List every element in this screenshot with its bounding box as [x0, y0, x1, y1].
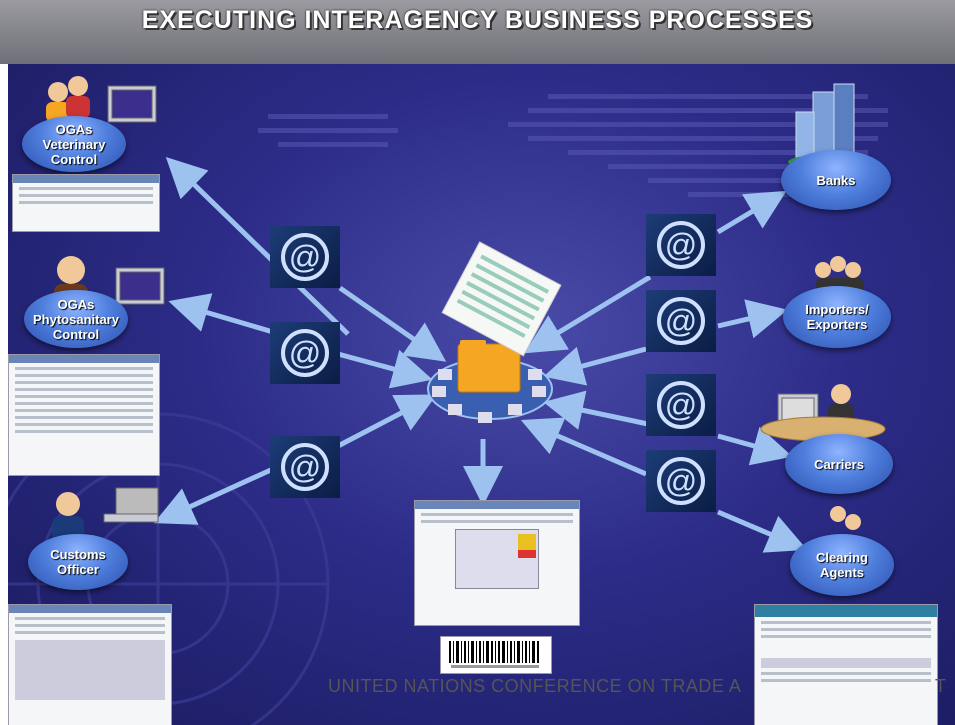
screen-thumbnail: [754, 604, 938, 725]
node-clearing-agents: Clearing Agents: [790, 534, 894, 596]
arrow-from-customs: [336, 394, 437, 449]
at-sign-icon: @: [646, 374, 716, 436]
at-sign-icon: @: [646, 450, 716, 512]
arrow-from-importers: [543, 346, 647, 386]
svg-text:@: @: [665, 303, 697, 339]
screen-thumbnail: [12, 174, 160, 232]
computer-icon: [103, 85, 886, 523]
people-icon: [46, 76, 864, 544]
at-sign-icon: @: [270, 322, 340, 384]
arrow-from-clearing: [520, 417, 647, 477]
arrow-to-importers: [717, 299, 788, 339]
screen-thumbnail: [414, 500, 580, 626]
node-veterinary-control: OGAs Veterinary Control: [22, 116, 126, 172]
arrow-from-banks: [524, 274, 652, 354]
node-banks: Banks: [781, 150, 891, 210]
footer-text: UNITED NATIONS CONFERENCE ON TRADE A: [328, 676, 742, 696]
barcode-image: [440, 636, 552, 674]
title-bar: [0, 0, 955, 64]
node-phytosanitary-control: OGAs Phytosanitary Control: [24, 290, 128, 348]
svg-text:@: @: [665, 227, 697, 263]
node-carriers: Carriers: [785, 434, 893, 494]
flow-arrows: [153, 157, 808, 553]
at-sign-icon: @: [646, 290, 716, 352]
svg-text:@: @: [289, 335, 321, 371]
node-importers-exporters: Importers/ Exporters: [783, 286, 891, 348]
node-customs-officer: Customs Officer: [28, 534, 128, 590]
at-sign-icon: @: [270, 436, 340, 498]
arrow-to-banks: [716, 190, 787, 235]
world-map-watermark: [258, 94, 888, 197]
screen-thumbnail: [8, 604, 172, 725]
svg-text:@: @: [289, 449, 321, 485]
at-sign-icon: @: [646, 214, 716, 276]
arrow-to-clearing: [717, 509, 808, 553]
svg-text:@: @: [289, 239, 321, 275]
arrow-from-phytosanitary: [337, 349, 433, 389]
at-sign-icon: @: [270, 226, 340, 288]
arrow-from-carriers: [543, 390, 649, 430]
svg-text:@: @: [665, 387, 697, 423]
diagram-canvas: @ @ @ @ @ @ @ OGAs Veterinary Control OG…: [8, 64, 955, 725]
arrow-from-veterinary: [338, 285, 447, 362]
folder-network-hub-icon: [427, 340, 553, 423]
arrow-to-veterinary: [165, 157, 350, 336]
arrow-to-customs: [153, 466, 275, 525]
arrow-to-carriers: [717, 426, 793, 466]
svg-text:@: @: [665, 463, 697, 499]
footer-text-end: T: [935, 676, 946, 696]
document-image: [441, 241, 562, 357]
page-title: EXECUTING INTERAGENCY BUSINESS PROCESSES: [141, 6, 814, 34]
screen-thumbnail: [8, 354, 160, 476]
arrow-to-phytosanitary: [168, 293, 274, 335]
